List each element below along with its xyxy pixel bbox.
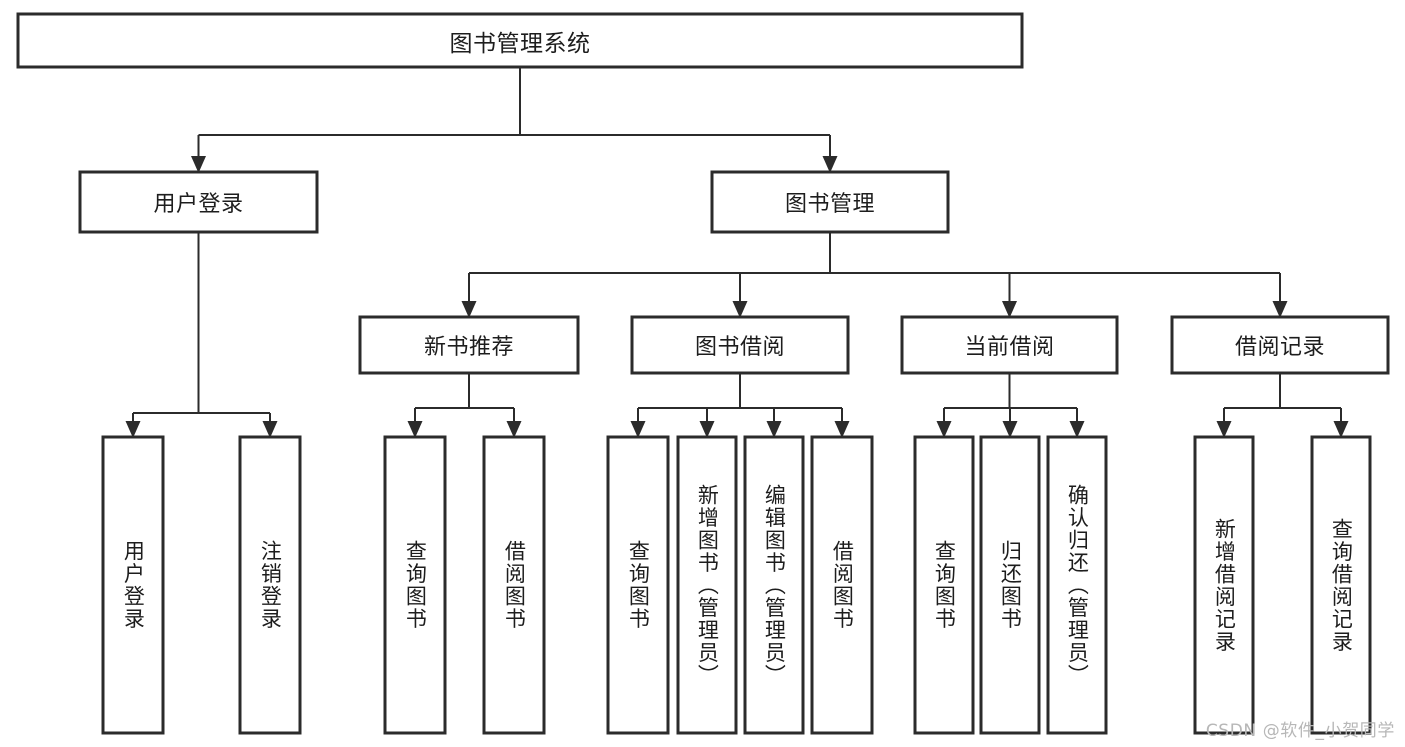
arrow-head-leaf-query-book-1 bbox=[407, 421, 423, 438]
arrow-head-leaf-query-book-2 bbox=[630, 421, 646, 438]
node-box-leaf-edit-book bbox=[743, 435, 805, 735]
node-box-leaf-borrow-book-2 bbox=[810, 435, 874, 735]
node-box-leaf-query-book-2 bbox=[606, 435, 670, 735]
node-box-leaf-query-book-1 bbox=[383, 435, 447, 735]
node-box-leaf-return-book bbox=[979, 435, 1041, 735]
node-box-leaf-borrow-book-1 bbox=[482, 435, 546, 735]
arrow-head-book-manage bbox=[822, 156, 838, 173]
node-box-book-borrow bbox=[630, 315, 850, 375]
node-box-layer bbox=[16, 12, 1390, 735]
node-box-leaf-user-login bbox=[101, 435, 165, 735]
node-box-new-book-rec bbox=[358, 315, 580, 375]
arrow-head-leaf-query-book-3 bbox=[936, 421, 952, 438]
node-box-leaf-query-book-3 bbox=[913, 435, 975, 735]
arrow-head-leaf-borrow-book-1 bbox=[506, 421, 522, 438]
node-box-leaf-add-record bbox=[1193, 435, 1255, 735]
node-box-book-manage bbox=[710, 170, 950, 234]
node-box-leaf-add-book bbox=[676, 435, 738, 735]
arrow-head-leaf-user-login bbox=[125, 421, 141, 438]
arrow-head-leaf-logout bbox=[262, 421, 278, 438]
node-box-user-login bbox=[78, 170, 319, 234]
watermark-text: CSDN @软件_小贺同学 bbox=[1205, 721, 1395, 741]
node-box-leaf-confirm-return bbox=[1046, 435, 1108, 735]
arrow-head-leaf-confirm-return bbox=[1069, 421, 1085, 438]
arrow-head-leaf-query-record bbox=[1333, 421, 1349, 438]
node-box-borrow-record bbox=[1170, 315, 1390, 375]
arrow-head-leaf-return-book bbox=[1002, 421, 1018, 438]
connector-layer bbox=[125, 67, 1349, 438]
arrow-head-new-book-rec bbox=[461, 301, 477, 318]
arrow-head-book-borrow bbox=[732, 301, 748, 318]
node-box-leaf-logout bbox=[238, 435, 302, 735]
arrow-head-leaf-edit-book bbox=[766, 421, 782, 438]
arrow-head-leaf-add-book bbox=[699, 421, 715, 438]
node-box-current-borrow bbox=[900, 315, 1119, 375]
node-box-leaf-query-record bbox=[1310, 435, 1372, 735]
arrow-head-borrow-record bbox=[1272, 301, 1288, 318]
node-box-root bbox=[16, 12, 1024, 69]
arrow-head-leaf-add-record bbox=[1216, 421, 1232, 438]
arrow-head-user-login bbox=[191, 156, 206, 173]
arrow-head-current-borrow bbox=[1002, 301, 1017, 318]
arrow-head-leaf-borrow-book-2 bbox=[834, 421, 850, 438]
